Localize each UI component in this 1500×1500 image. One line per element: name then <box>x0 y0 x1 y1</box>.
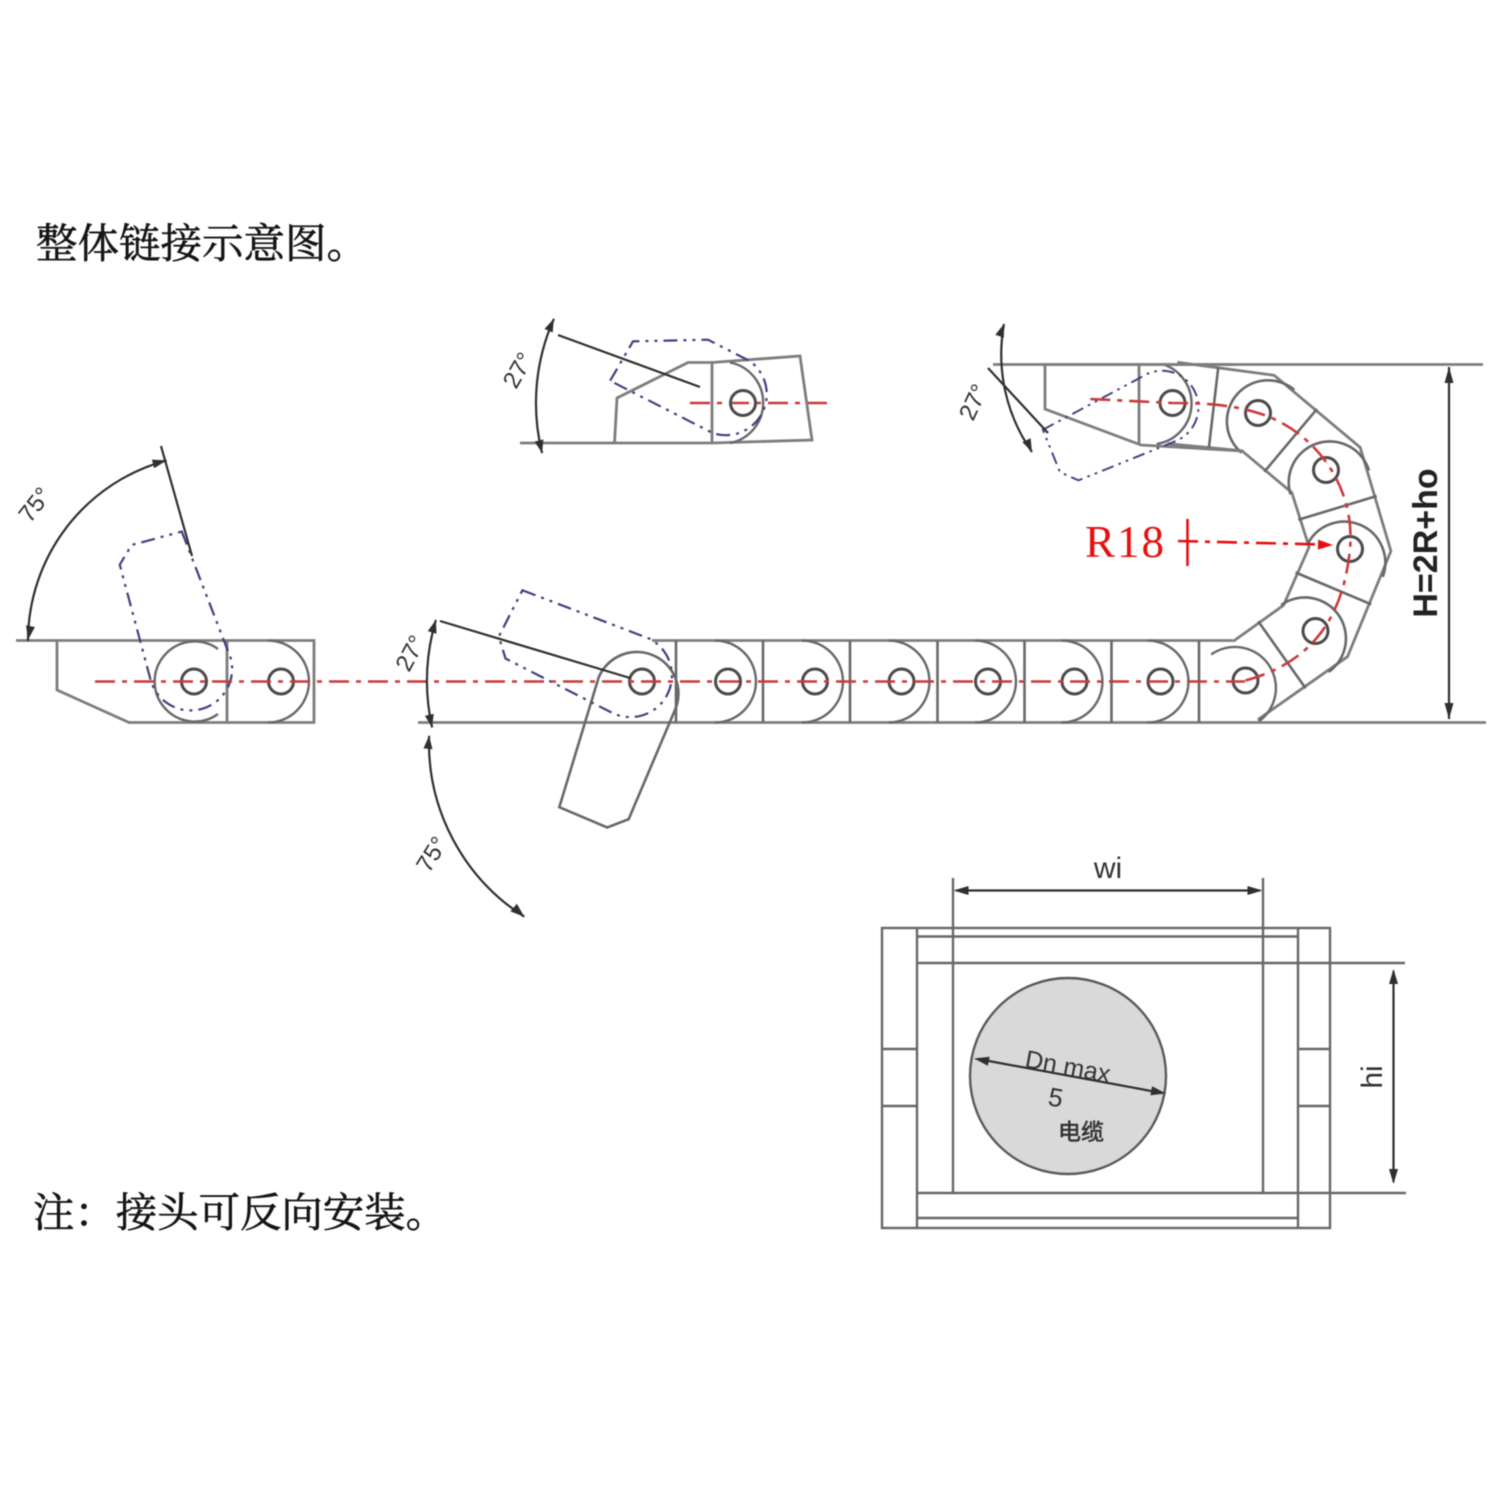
svg-text:5: 5 <box>1046 1081 1066 1113</box>
svg-text:wi: wi <box>1093 852 1122 885</box>
svg-text:R18: R18 <box>1085 517 1166 567</box>
svg-text:hi: hi <box>1356 1065 1389 1088</box>
svg-text:H=2R+ho: H=2R+ho <box>1407 468 1445 617</box>
